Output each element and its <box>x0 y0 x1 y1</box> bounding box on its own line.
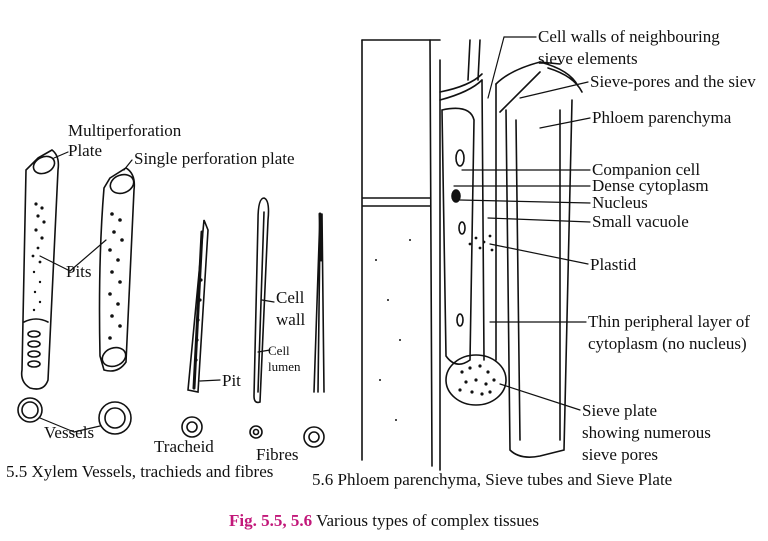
figure-number: Fig. 5.5, 5.6 <box>229 511 313 530</box>
fibre-1-drawing <box>249 197 270 439</box>
label-nucleus: Nucleus <box>592 193 648 212</box>
label-plate: Plate <box>68 141 102 160</box>
label-sieve-plate-line3: sieve pores <box>582 445 659 464</box>
vessel-2-drawing <box>98 167 136 435</box>
label-cell-wall-line2: wall <box>276 310 306 329</box>
label-plastid: Plastid <box>590 255 637 274</box>
caption-phloem: 5.6 Phloem parenchyma, Sieve tubes and S… <box>312 470 673 489</box>
label-companion-cell: Companion cell <box>592 160 701 179</box>
label-dense-cytoplasm: Dense cytoplasm <box>592 176 709 195</box>
vessel-1-drawing <box>17 149 60 423</box>
label-vessels: Vessels <box>44 423 95 442</box>
figure-caption: Fig. 5.5, 5.6 Various types of complex t… <box>0 511 768 531</box>
fibre-2-drawing <box>303 212 325 448</box>
label-small-vacuole: Small vacuole <box>592 212 689 231</box>
label-cell-wall-line1: Cell <box>276 288 305 307</box>
tracheid-drawing <box>181 219 209 438</box>
label-cell-lumen-line2: lumen <box>268 359 301 374</box>
label-single-perforation-plate: Single perforation plate <box>134 149 295 168</box>
leader-lines <box>39 36 591 433</box>
label-sieve-pores: Sieve-pores and the siev <box>590 72 756 91</box>
label-cell-walls-neighbouring-line2: sieve elements <box>538 49 638 68</box>
label-sieve-plate-line2: showing numerous <box>582 423 711 442</box>
label-multiperforation: Multiperforation <box>68 121 182 140</box>
label-thin-peripheral-layer-line1: Thin peripheral layer of <box>588 312 750 331</box>
label-tracheid: Tracheid <box>154 437 214 456</box>
label-sieve-plate-line1: Sieve plate <box>582 401 658 420</box>
label-fibres: Fibres <box>256 445 299 464</box>
label-pits: Pits <box>66 262 92 281</box>
caption-xylem: 5.5 Xylem Vessels, trachieds and fibres <box>6 462 274 481</box>
label-cell-lumen-line1: Cell <box>268 343 290 358</box>
label-thin-peripheral-layer-line2: cytoplasm (no nucleus) <box>588 334 747 353</box>
figure-title: Various types of complex tissues <box>316 511 539 530</box>
phloem-drawing <box>361 39 583 471</box>
label-pit: Pit <box>222 371 241 390</box>
label-cell-walls-neighbouring-line1: Cell walls of neighbouring <box>538 27 720 46</box>
label-phloem-parenchyma: Phloem parenchyma <box>592 108 732 127</box>
